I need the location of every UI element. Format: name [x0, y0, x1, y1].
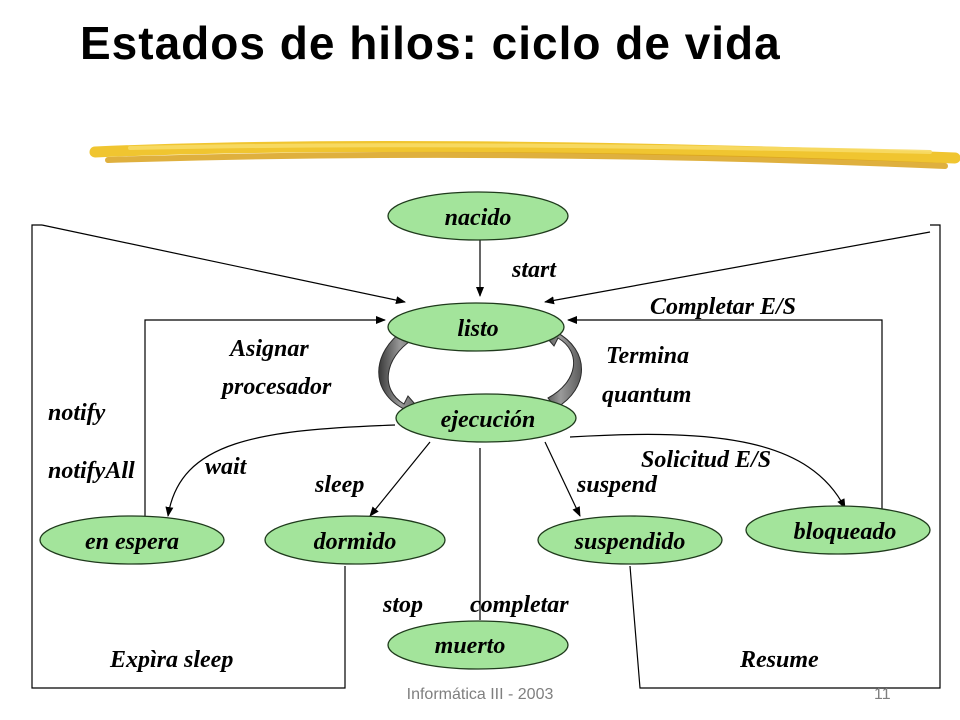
label-notifyall: notifyAll	[48, 458, 135, 484]
node-dormido: dormido	[264, 515, 446, 565]
node-nacido: nacido	[387, 191, 569, 241]
label-termina-1: Termina	[606, 343, 689, 369]
edge-solicitud-es	[569, 433, 846, 509]
slide-title: Estados de hilos: ciclo de vida	[80, 17, 781, 69]
edge-completar-es	[567, 316, 883, 512]
edge-sleep	[369, 441, 431, 517]
node-ejecucion-label: ejecución	[441, 407, 536, 433]
label-resume: Resume	[739, 647, 819, 673]
node-muerto: muerto	[387, 620, 569, 670]
node-nacido-label: nacido	[445, 205, 512, 231]
edge-wait	[165, 424, 396, 517]
edge-resume	[629, 224, 941, 689]
node-listo: listo	[387, 302, 565, 352]
node-bloqueado: bloqueado	[745, 505, 931, 555]
node-en-espera: en espera	[39, 515, 225, 565]
edge-expira-sleep	[31, 224, 346, 689]
label-completar-es: Completar E/S	[650, 294, 796, 320]
node-en-espera-label: en espera	[85, 529, 179, 555]
label-sleep: sleep	[314, 472, 364, 498]
label-completar: completar	[470, 592, 569, 618]
node-muerto-label: muerto	[435, 633, 506, 659]
node-bloqueado-label: bloqueado	[794, 519, 897, 545]
edge-expira-arrow	[41, 224, 406, 305]
label-asignar-2: procesador	[220, 374, 332, 400]
label-asignar-1: Asignar	[228, 336, 309, 362]
label-expira-sleep: Expìra sleep	[109, 647, 233, 673]
edge-resume-arrow	[544, 231, 931, 305]
label-suspend: suspend	[576, 472, 658, 498]
page-number: 11	[874, 686, 891, 703]
node-dormido-label: dormido	[314, 529, 397, 555]
label-wait: wait	[205, 454, 248, 480]
label-solicitud-es: Solicitud E/S	[641, 447, 771, 473]
label-termina-2: quantum	[602, 382, 691, 408]
label-stop: stop	[382, 592, 423, 618]
node-listo-label: listo	[457, 316, 498, 342]
label-start: start	[511, 257, 557, 283]
edge-suspend	[544, 441, 581, 517]
node-suspendido-label: suspendido	[574, 529, 686, 555]
edge-notify	[144, 316, 386, 522]
label-notify: notify	[48, 400, 106, 426]
footer-text: Informática III - 2003	[406, 686, 554, 703]
node-ejecucion: ejecución	[395, 393, 577, 443]
title-underline	[89, 140, 960, 169]
node-suspendido: suspendido	[537, 515, 723, 565]
